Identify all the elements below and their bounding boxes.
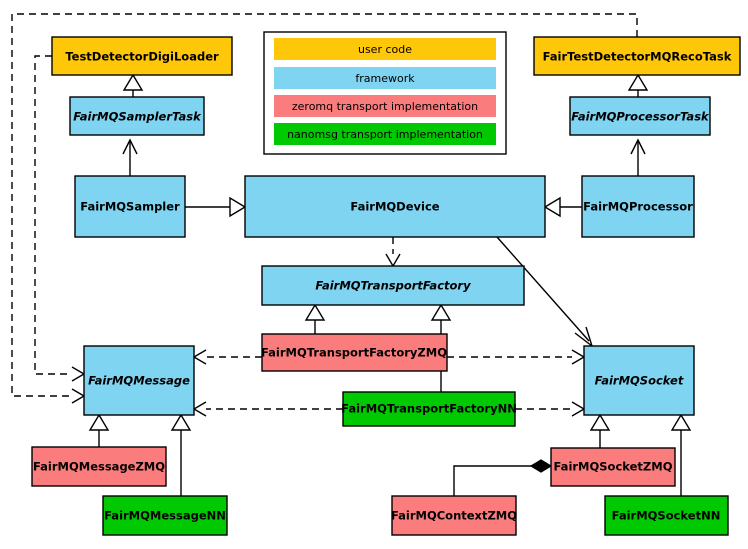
node-box [342,391,516,427]
node-box [261,265,525,306]
node-box [261,333,448,372]
node-testdetectordigiloader[interactable]: TestDetectorDigiLoader [51,36,233,76]
legend-swatch-user-code [274,38,496,60]
node-label: FairMQMessageZMQ [33,460,165,474]
node-box [604,495,729,536]
edge-sampler-to-samplertask [122,138,138,176]
node-label: TestDetectorDigiLoader [65,50,219,64]
node-box [69,96,205,136]
node-label: FairMQMessageNN [104,509,226,523]
node-label: FairMQContextZMQ [391,509,517,523]
legend-label-framework: framework [355,72,415,85]
node-box [51,36,233,76]
edge-messagezmq-to-message [88,413,110,447]
edge-contextzmq-to-socketzmq [453,459,553,496]
node-label: FairTestDetectorMQRecoTask [543,50,732,64]
node-label: FairMQSampler [80,200,180,214]
legend-item-user-code: user code [274,38,496,60]
edge-processor-to-processortask [630,138,646,176]
edge-factoryzmq-to-message [192,349,262,365]
node-fairtestdetectormqrecotask[interactable]: FairTestDetectorMQRecoTask [533,36,741,76]
legend-item-zeromq: zeromq transport implementation [274,95,496,117]
node-fairmqtransportfactorynn[interactable]: FairMQTransportFactoryNN [341,391,517,427]
edge-sampler-to-device [185,196,247,218]
node-fairmqsocket[interactable]: FairMQSocket [583,345,695,416]
node-label: FairMQTransportFactoryZMQ [261,346,447,360]
edge-factoryzmq-to-factory [304,303,326,334]
legend-label-nanomsg: nanomsg transport implementation [287,128,483,141]
node-box [31,446,167,487]
legend-label-user-code: user code [358,43,412,56]
node-label: FairMQProcessor [583,200,693,214]
node-fairmqsocketnn[interactable]: FairMQSocketNN [604,495,729,536]
node-fairmqdevice[interactable]: FairMQDevice [244,175,546,238]
node-fairmqsampler[interactable]: FairMQSampler [74,175,186,238]
edge-samplertask-to-digiloader [122,73,144,97]
node-box [533,36,741,76]
node-box [244,175,546,238]
node-label: FairMQProcessorTask [571,110,710,124]
legend-swatch-framework [274,67,496,89]
node-label: FairMQDevice [350,200,439,214]
edge-socketnn-to-socket [670,413,692,496]
legend-swatch-zeromq [274,95,496,117]
edge-device-to-transportfactory [385,237,401,268]
node-fairmqcontextzmq[interactable]: FairMQContextZMQ [391,495,517,536]
node-label: FairMQSocket [595,374,684,388]
edge-factorynn-to-socket [515,401,586,417]
legend: user code framework zeromq transport imp… [263,31,507,155]
node-box [391,495,517,536]
legend-item-framework: framework [274,67,496,89]
node-label: FairMQSamplerTask [73,110,202,124]
node-box [83,345,195,416]
node-box [581,175,695,238]
node-fairmqmessage[interactable]: FairMQMessage [83,345,195,416]
edge-socketzmq-to-socket [589,413,611,448]
node-fairmqsamplertask[interactable]: FairMQSamplerTask [69,96,205,136]
node-label: FairMQMessage [88,374,190,388]
node-label: FairMQSocketZMQ [554,460,673,474]
node-fairmqprocessortask[interactable]: FairMQProcessorTask [569,96,711,136]
node-box [102,495,228,536]
node-fairmqsocketzmq[interactable]: FairMQSocketZMQ [550,447,676,487]
legend-swatch-nanomsg [274,123,496,145]
node-fairmqmessagenn[interactable]: FairMQMessageNN [102,495,228,536]
legend-item-nanomsg: nanomsg transport implementation [274,123,496,145]
node-fairmqtransportfactory[interactable]: FairMQTransportFactory [261,265,525,306]
node-fairmqprocessor[interactable]: FairMQProcessor [581,175,695,238]
node-label: FairMQTransportFactory [315,279,471,293]
node-label: FairMQTransportFactoryNN [341,402,517,416]
node-layer: TestDetectorDigiLoader FairTestDetectorM… [31,36,741,536]
legend-label-zeromq: zeromq transport implementation [292,100,478,113]
edge-layer [11,13,692,496]
node-fairmqmessagezmq[interactable]: FairMQMessageZMQ [31,446,167,487]
edge-factorynn-to-message [192,401,343,417]
edge-messagenn-to-message [170,413,192,496]
node-box [550,447,676,487]
node-box [74,175,186,238]
edge-processor-to-device [543,196,582,218]
node-label: FairMQSocketNN [612,509,721,523]
node-box [583,345,695,416]
edge-processortask-to-recotask [627,73,649,97]
edge-factoryzmq-to-socket [447,349,586,365]
node-box [569,96,711,136]
node-fairmqtransportfactoryzmq[interactable]: FairMQTransportFactoryZMQ [261,333,448,372]
